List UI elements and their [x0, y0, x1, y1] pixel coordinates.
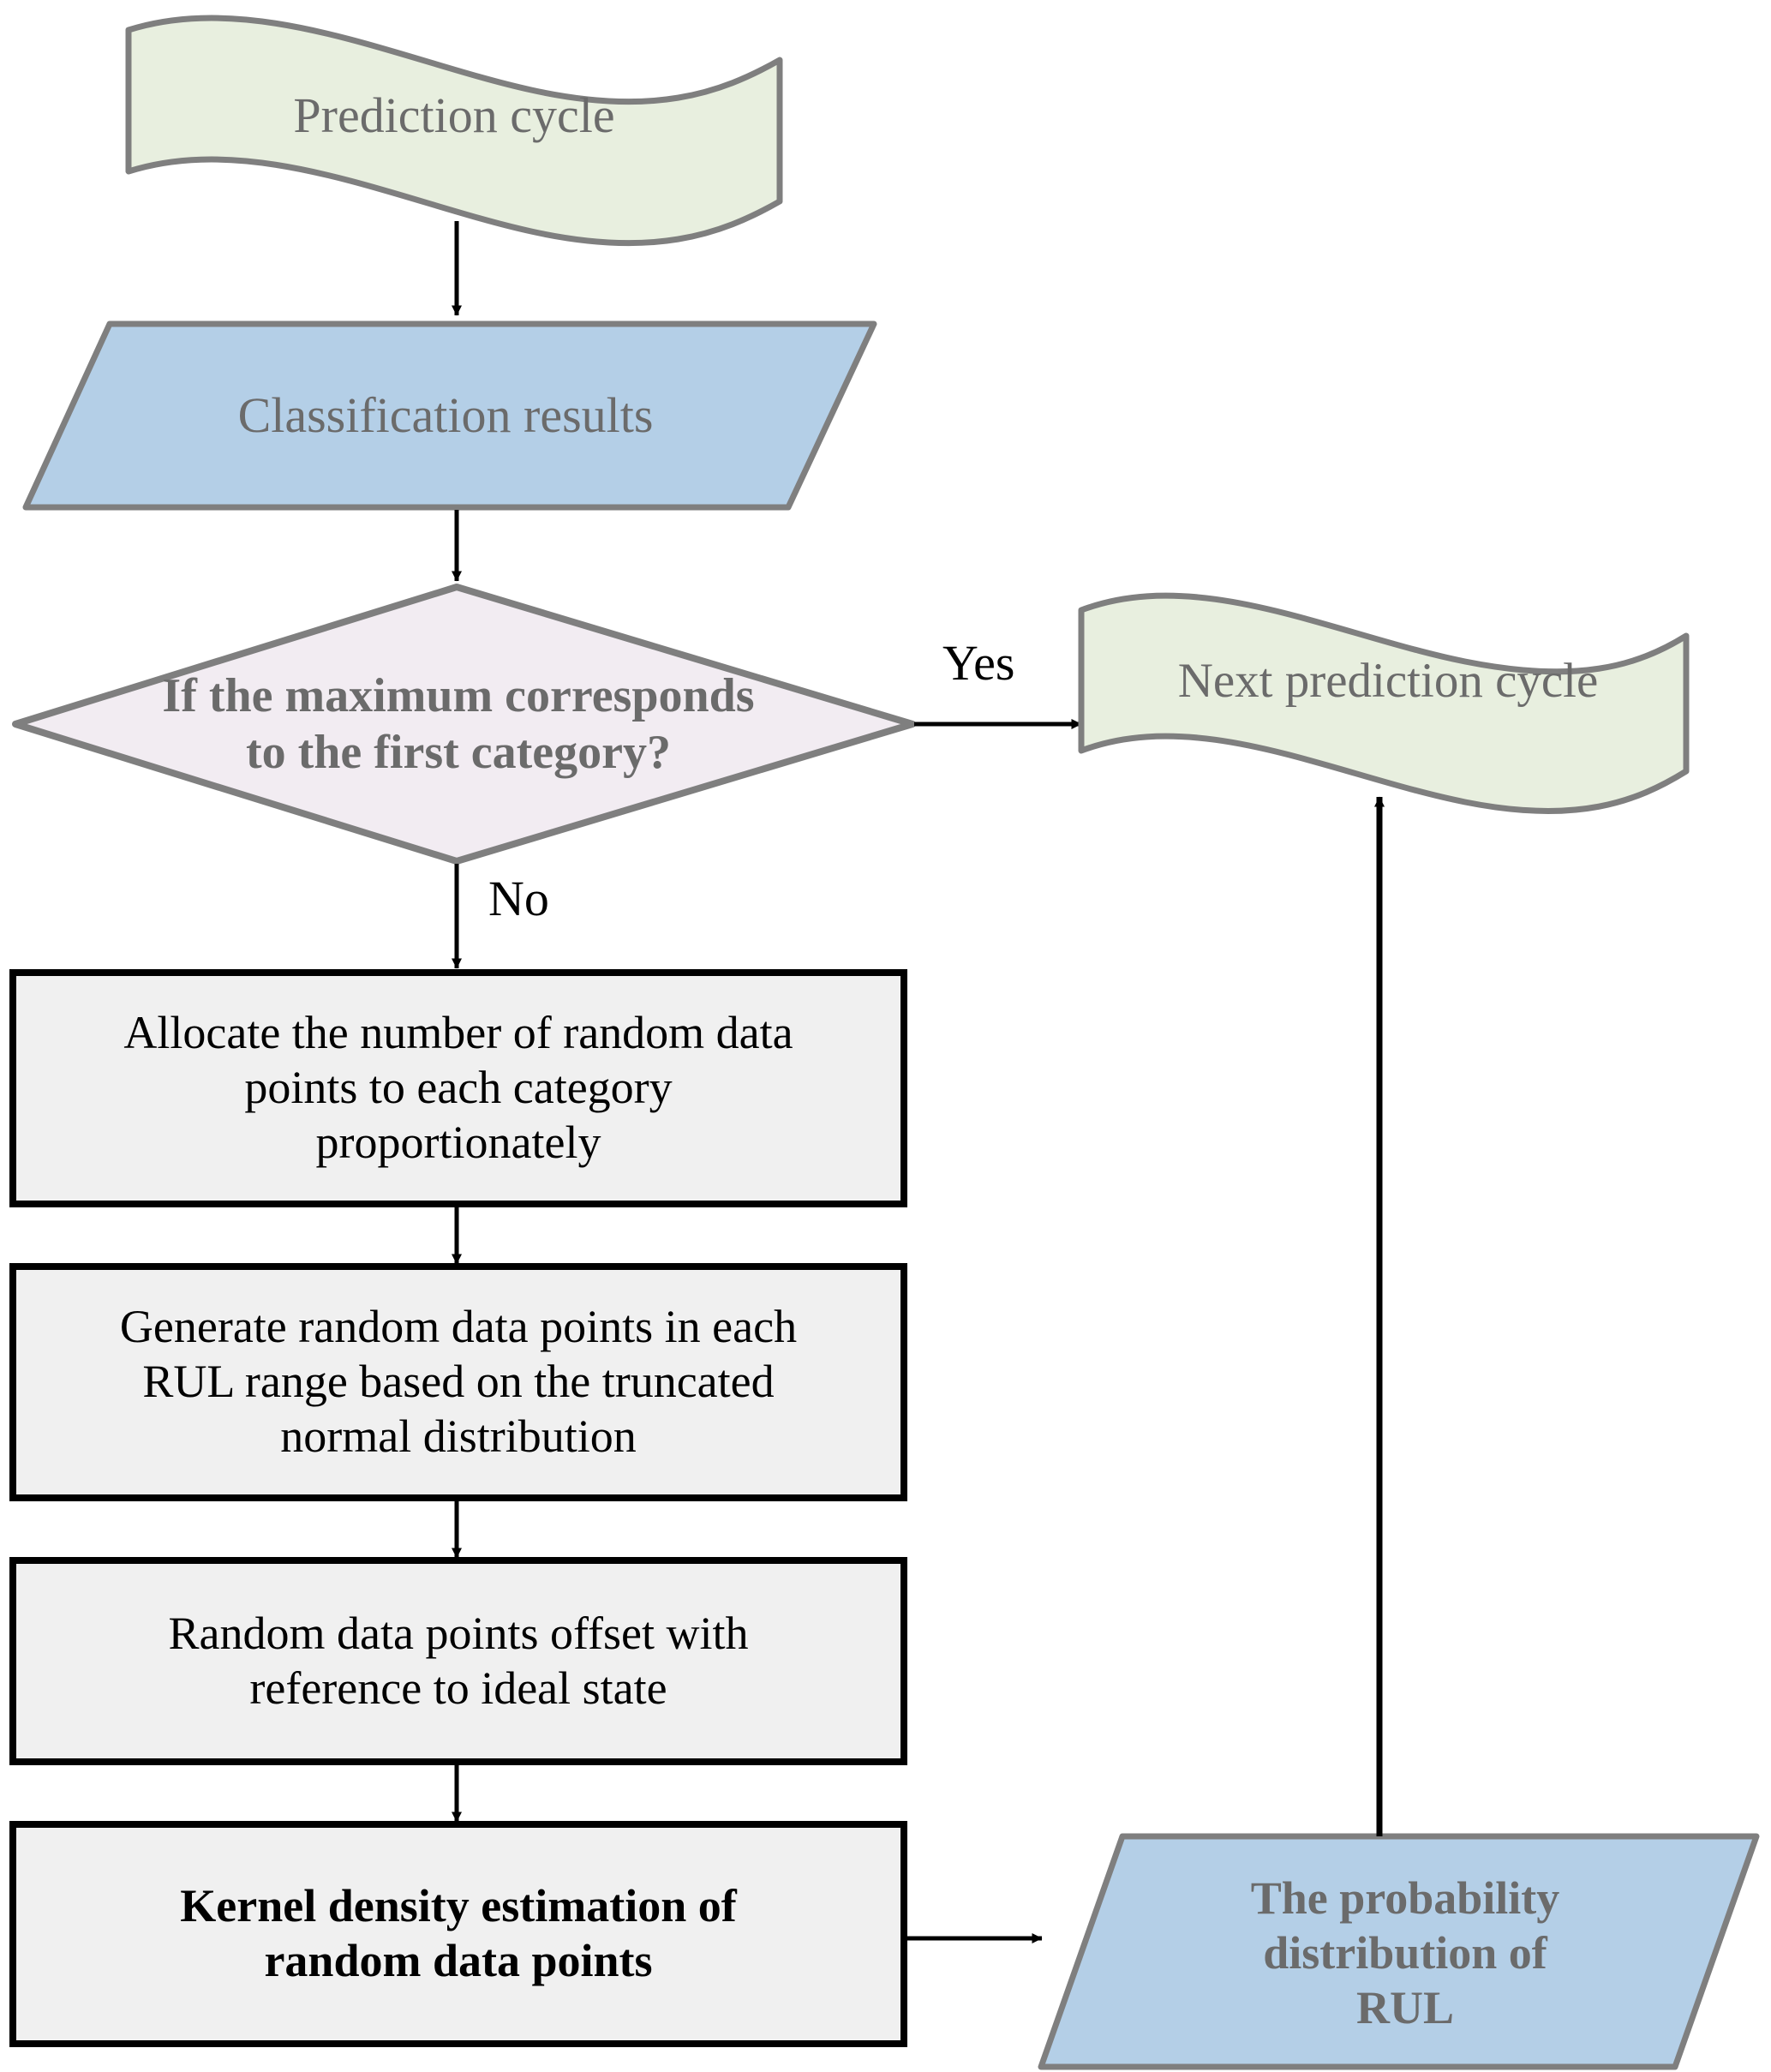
edge-label-yes: Yes [942, 635, 1015, 691]
classification-results-shape[interactable] [22, 320, 877, 511]
offset-box-shape[interactable] [9, 1557, 907, 1765]
kde-box-shape[interactable] [9, 1821, 907, 2047]
decision-diamond-shape[interactable] [12, 584, 916, 865]
edge-label-no: No [488, 871, 549, 926]
allocate-box-shape[interactable] [9, 969, 907, 1207]
prediction-cycle-shape[interactable] [125, 15, 783, 247]
next-prediction-cycle-shape[interactable] [1078, 592, 1690, 815]
generate-box-shape[interactable] [9, 1263, 907, 1501]
probability-distribution-shape[interactable] [1038, 1833, 1760, 2070]
